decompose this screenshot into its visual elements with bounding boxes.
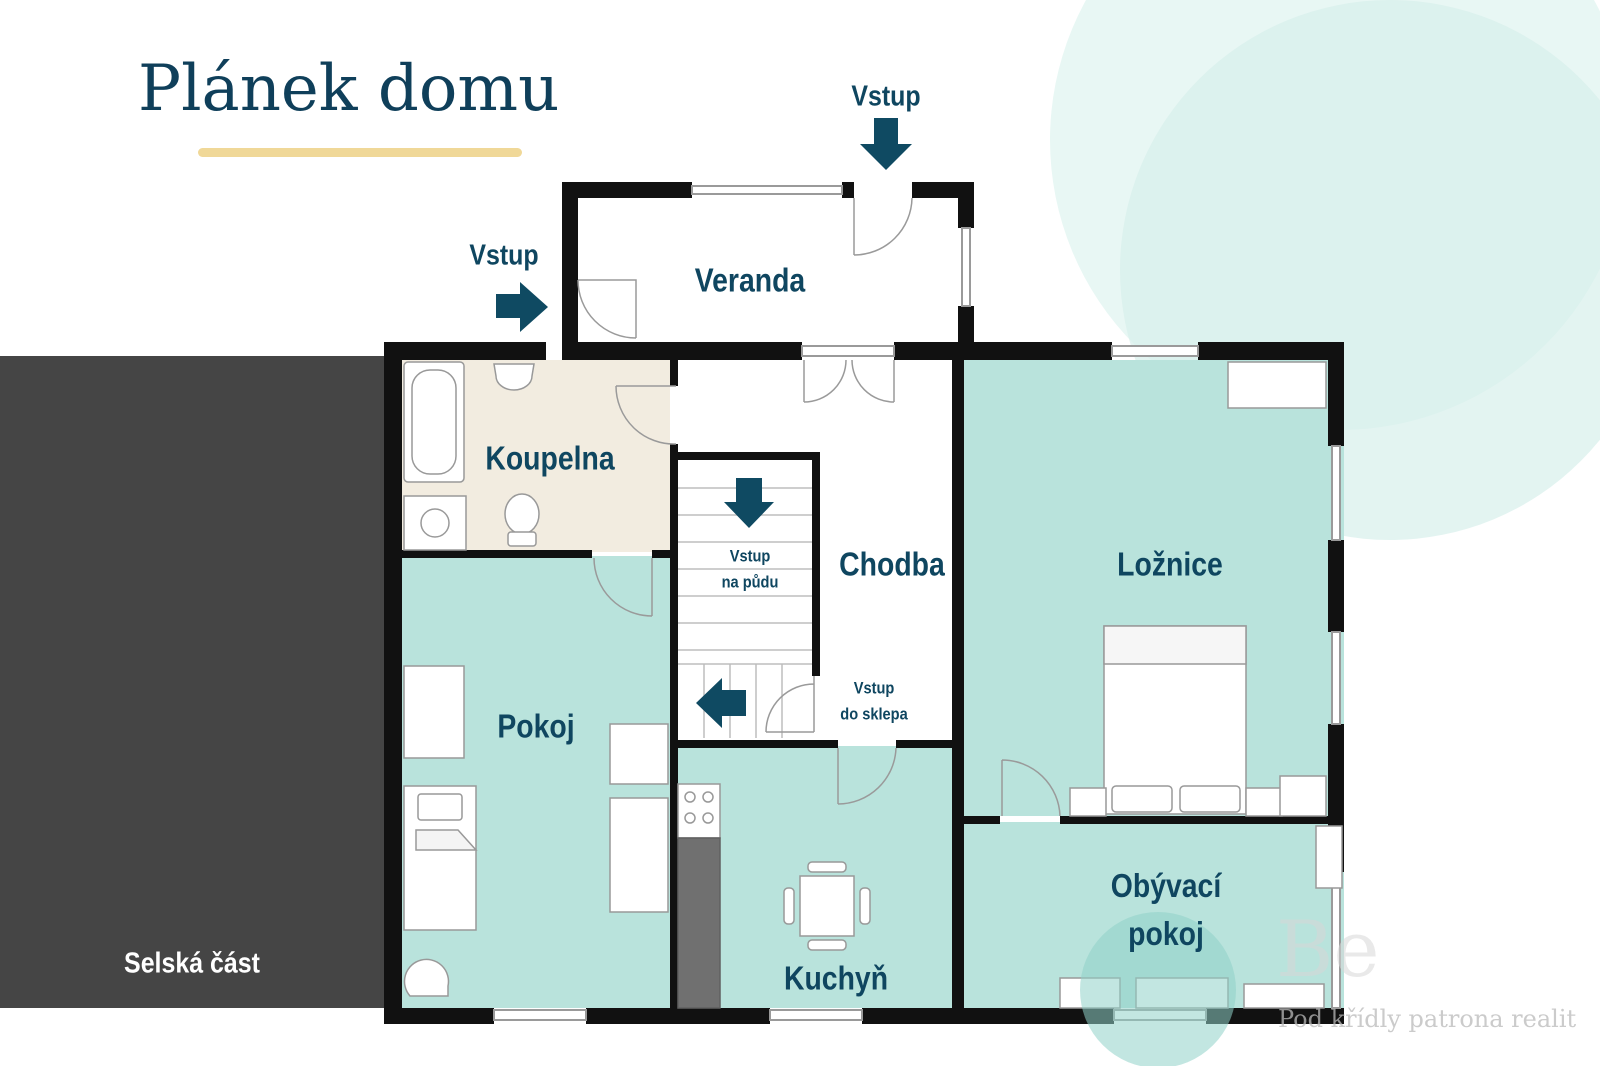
watermark-circle-icon — [1080, 912, 1236, 1066]
label-obyvaci-pokoj: Obývací pokoj — [1111, 862, 1221, 958]
label-loznice: Ložnice — [1117, 545, 1223, 583]
label-veranda: Veranda — [694, 261, 806, 299]
bathroom-fixtures — [403, 361, 540, 551]
label-selska-cast: Selská část — [124, 947, 260, 980]
loznice-furniture — [1069, 361, 1327, 817]
windows — [493, 185, 1341, 1021]
title-underline — [198, 148, 522, 157]
watermark-slogan: Pod křídly patrona realit — [1278, 1005, 1577, 1033]
label-vstup-do-sklepa-line1: Vstup — [853, 678, 895, 698]
label-vstup-na-pudu-line2: na půdu — [721, 573, 779, 592]
label-vstup-do-sklepa: Vstup do sklepa — [840, 676, 907, 729]
label-vstup-top: Vstup — [851, 80, 921, 113]
label-chodba: Chodba — [839, 545, 945, 583]
arrow-right-icon — [496, 282, 548, 332]
kitchen-furniture — [677, 783, 871, 1009]
label-vstup-na-pudu: Vstup na půdu — [722, 544, 779, 597]
arrow-down-icon — [860, 118, 912, 170]
label-vstup-left: Vstup — [469, 239, 539, 272]
label-obyvaci-line2: pokoj — [1128, 915, 1204, 952]
watermark-logo: Be — [1276, 905, 1380, 995]
label-obyvaci-line1: Obývací — [1110, 867, 1222, 905]
room-veranda — [578, 196, 954, 354]
pokoj-furniture — [403, 665, 669, 997]
label-koupelna: Koupelna — [485, 439, 615, 477]
page-title: Plánek domu — [138, 52, 560, 126]
arrow-down-icon — [724, 478, 774, 528]
selska-cast-area — [0, 356, 388, 1008]
doors — [577, 197, 1061, 817]
label-vstup-na-pudu-line1: Vstup — [729, 546, 771, 566]
label-pokoj: Pokoj — [497, 707, 575, 745]
walls — [384, 182, 1344, 1024]
arrows — [496, 118, 912, 728]
label-kuchyn: Kuchyň — [783, 959, 889, 997]
label-vstup-do-sklepa-line2: do sklepa — [840, 705, 908, 724]
arrow-left-icon — [696, 678, 746, 728]
